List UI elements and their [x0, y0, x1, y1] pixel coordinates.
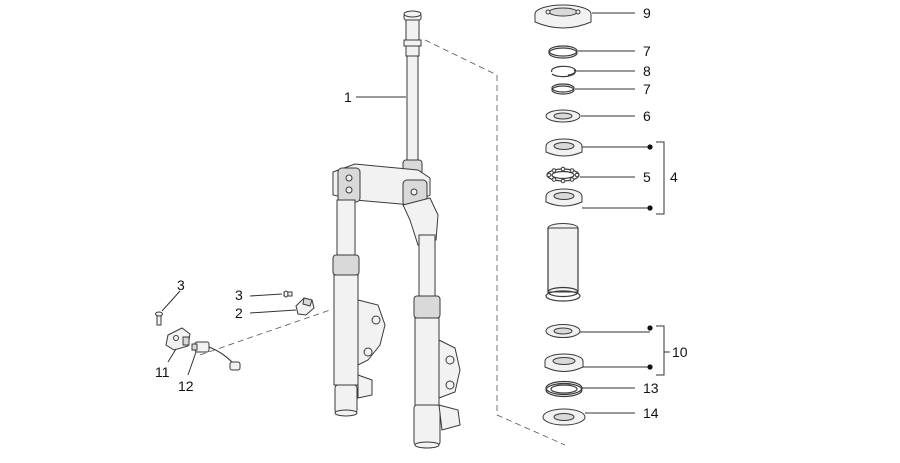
callout-5: 5: [643, 169, 651, 185]
snap-ring-part: [550, 65, 577, 78]
ring-upper-part: [548, 45, 578, 59]
group-dots: [647, 144, 653, 370]
callout-9: 9: [643, 5, 651, 21]
callout-6: 6: [643, 108, 651, 124]
lower-bearing-upper-ring-part: [545, 324, 581, 338]
lower-bearing-lower-ring-part: [544, 353, 584, 372]
dust-washer-part: [542, 408, 586, 426]
callout-3-right: 3: [235, 287, 243, 303]
group-bracket-10: [656, 325, 670, 376]
ball-cage-part: [546, 166, 580, 184]
callout-labels: 1 2 3 3 4 5 6 7 7 8 9 10 11 12 13 14: [155, 5, 688, 421]
ring-nut-part: [534, 4, 592, 29]
screw-part-right: [283, 290, 293, 298]
callout-13: 13: [643, 380, 659, 396]
callout-8: 8: [643, 63, 651, 79]
callout-12: 12: [178, 378, 194, 394]
leader-lines: [161, 12, 650, 414]
seal-part: [545, 380, 583, 398]
group-bracket-4: [656, 141, 665, 215]
callout-4: 4: [670, 169, 678, 185]
alignment-lines: [199, 39, 566, 446]
callout-2: 2: [235, 305, 243, 321]
callout-1: 1: [344, 89, 352, 105]
ring-lower-part: [551, 83, 575, 95]
fork-assembly: [332, 10, 461, 449]
screw-part-left: [155, 311, 163, 326]
sleeve-part: [545, 223, 581, 302]
callout-10: 10: [672, 344, 688, 360]
sensor-cable-part: [191, 341, 241, 371]
cover-part: [295, 297, 315, 316]
callout-11: 11: [155, 364, 170, 380]
washer-part: [545, 109, 581, 123]
upper-bearing-cup-part: [545, 138, 583, 157]
lower-bearing-cup-part: [545, 188, 583, 207]
sensor-bracket-part: [165, 327, 191, 351]
callout-7-upper: 7: [643, 43, 651, 59]
callout-3-left: 3: [177, 277, 185, 293]
callout-7-lower: 7: [643, 81, 651, 97]
callout-14: 14: [643, 405, 659, 421]
